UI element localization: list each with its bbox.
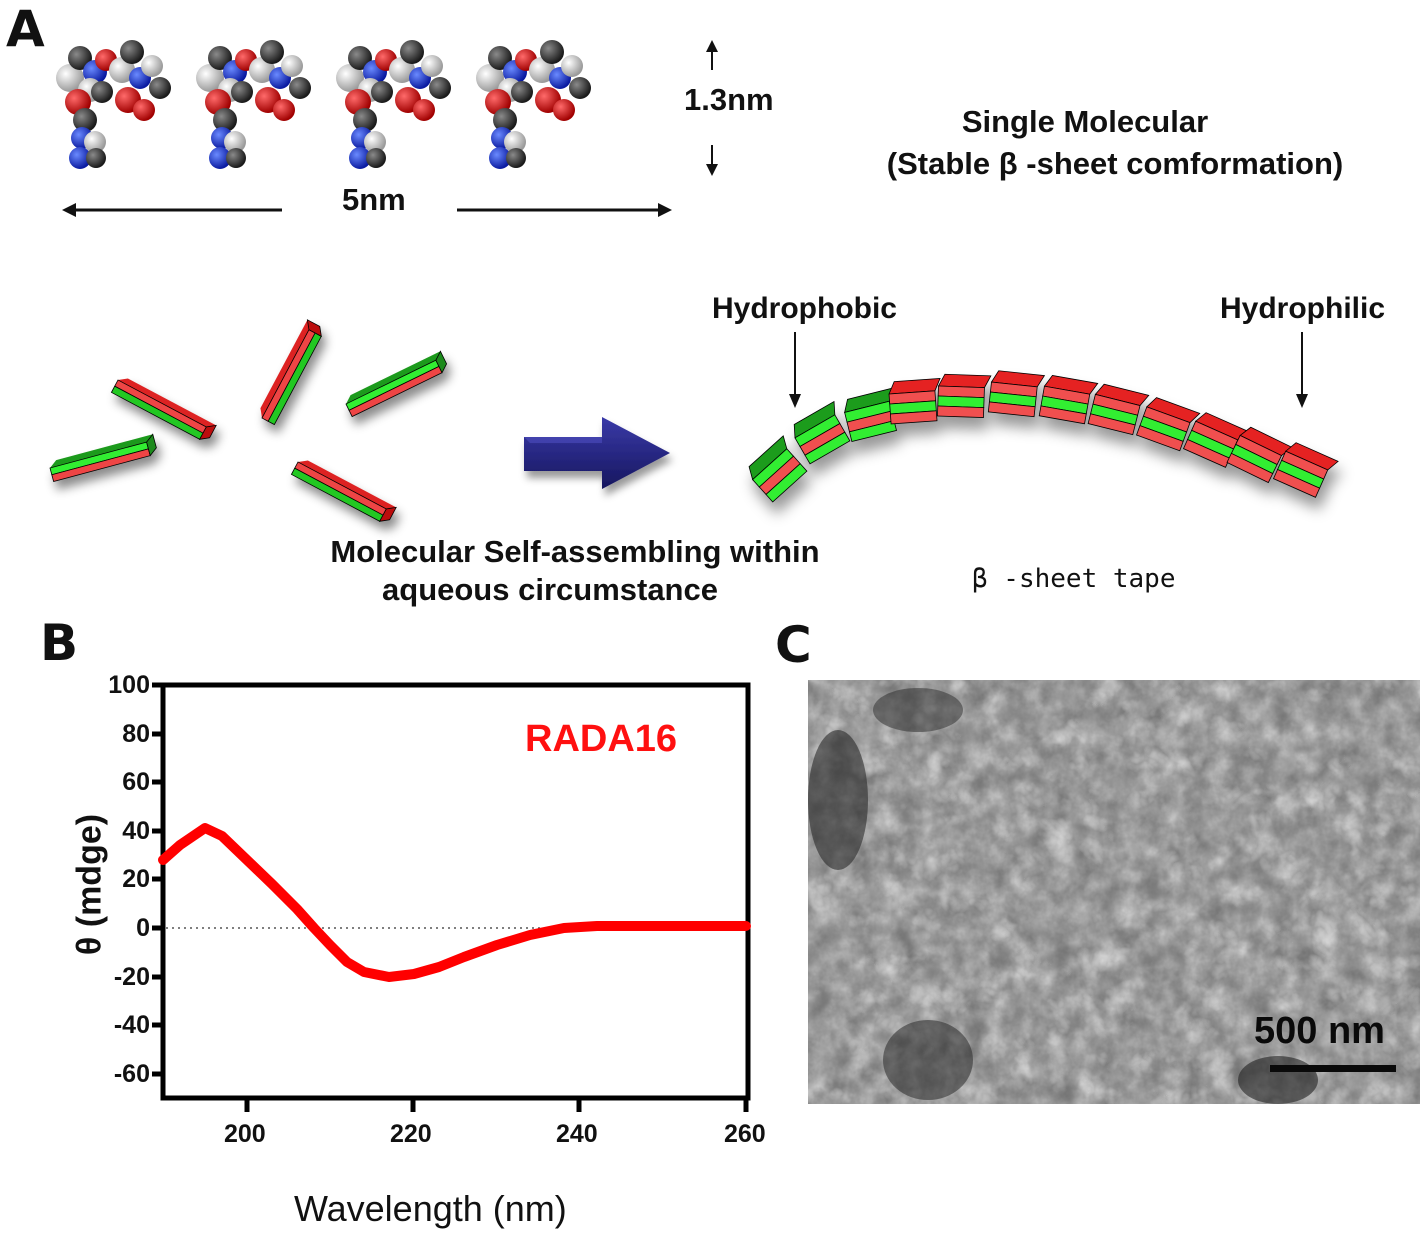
panel-letter-a: A xyxy=(6,0,45,58)
y-tick-minus40: -40 xyxy=(113,1011,150,1039)
scattered-peptide-blocks-illustration xyxy=(48,319,450,526)
chart-y-axis-label: θ (mdge) xyxy=(70,813,109,956)
width-dimension-label: 5nm xyxy=(342,182,406,217)
hydrophobic-pointer-arrow xyxy=(789,332,801,408)
single-molecular-title: Single Molecular xyxy=(961,104,1209,139)
chart-x-axis-label: Wavelength (nm) xyxy=(294,1188,567,1229)
hydrophobic-label: Hydrophobic xyxy=(712,292,897,325)
single-molecular-subtitle: (Stable β -sheet comformation) xyxy=(886,146,1344,181)
cd-spectrum-plot xyxy=(152,682,751,1112)
hydrophilic-pointer-arrow xyxy=(1296,332,1308,408)
y-tick-minus20: -20 xyxy=(113,963,150,991)
hydrophilic-label: Hydrophilic xyxy=(1220,292,1386,325)
y-tick-100: 100 xyxy=(108,671,150,699)
self-assembly-caption-line1: Molecular Self-assembling within xyxy=(330,534,820,569)
x-tick-220: 220 xyxy=(390,1120,432,1148)
sem-micrograph-image: 500 nm xyxy=(808,680,1420,1104)
y-tick-minus60: -60 xyxy=(113,1060,150,1088)
y-tick-40: 40 xyxy=(122,817,150,845)
y-tick-60: 60 xyxy=(122,768,150,796)
scale-bar-label: 500 nm xyxy=(1254,1010,1385,1052)
beta-sheet-tape-caption: β -sheet tape xyxy=(972,564,1176,594)
series-annotation-rada16: RADA16 xyxy=(525,718,678,760)
scale-bar xyxy=(1270,1065,1396,1072)
x-tick-200: 200 xyxy=(224,1120,266,1148)
x-tick-260: 260 xyxy=(724,1120,766,1148)
molecule-model-illustration xyxy=(56,40,591,169)
panel-letter-c: C xyxy=(775,616,812,674)
rada16-cd-curve xyxy=(158,823,751,982)
panel-letter-b: B xyxy=(40,614,79,672)
height-dimension-arrows xyxy=(706,40,718,176)
self-assembly-caption-line2: aqueous circumstance xyxy=(382,572,718,607)
y-tick-0: 0 xyxy=(136,914,150,942)
beta-sheet-tape-illustration xyxy=(744,369,1339,503)
y-tick-20: 20 xyxy=(122,865,150,893)
y-tick-80: 80 xyxy=(122,720,150,748)
height-dimension-label: 1.3nm xyxy=(684,82,774,117)
x-tick-240: 240 xyxy=(556,1120,598,1148)
width-dimension-arrows xyxy=(62,203,672,217)
self-assembly-arrow-icon xyxy=(524,417,670,489)
